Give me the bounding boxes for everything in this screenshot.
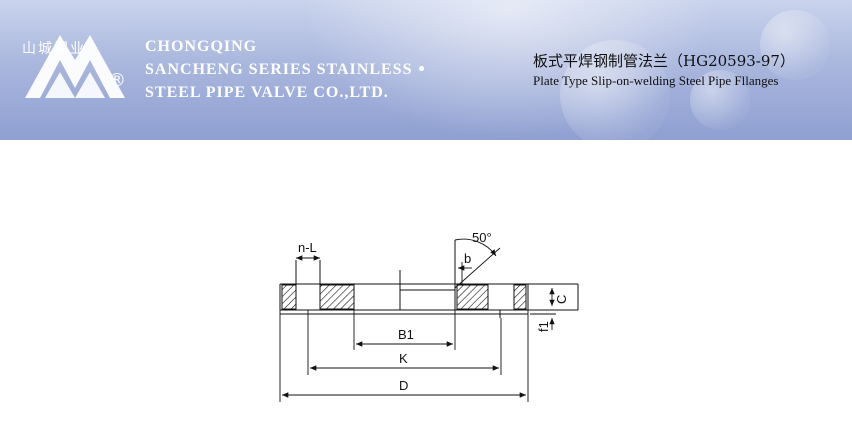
flange-drawing: n-L 50° b C f1 B1 K D xyxy=(279,230,579,402)
product-title-english: Plate Type Slip-on-welding Steel Pipe Fl… xyxy=(533,73,779,88)
label-hole-n-l: n-L xyxy=(298,240,317,255)
registered-mark: ® xyxy=(108,70,126,91)
banner-bubble xyxy=(560,40,670,140)
product-title-chinese: 板式平焊钢制管法兰（HG20593-97） xyxy=(533,52,795,70)
label-thickness-c: C xyxy=(554,295,569,304)
hatch-left-body xyxy=(319,284,355,310)
label-face-f1: f1 xyxy=(536,321,551,332)
label-bolt-circle-k: K xyxy=(399,351,408,366)
company-line-1: CHONGQING xyxy=(145,38,258,55)
section-hatching xyxy=(281,260,527,310)
hatch-outer-right xyxy=(513,284,527,310)
header-banner: 山城阀业 ® CHONGQING SANCHENG SERIES STAINLE… xyxy=(0,0,852,140)
company-name: CHONGQING SANCHENG SERIES STAINLESS STEE… xyxy=(145,35,412,104)
hatch-outer-left xyxy=(281,284,297,310)
company-logo-icon xyxy=(25,35,125,98)
label-angle: 50° xyxy=(472,230,492,245)
label-bevel-b: b xyxy=(464,251,471,266)
hatch-right-body xyxy=(456,284,489,310)
label-bore-b1: B1 xyxy=(398,327,414,342)
decorative-dot xyxy=(419,66,424,71)
company-line-2: SANCHENG SERIES STAINLESS xyxy=(145,61,413,78)
dimension-lines xyxy=(279,238,556,402)
company-line-3: STEEL PIPE VALVE CO.,LTD. xyxy=(145,84,389,101)
label-outer-d: D xyxy=(399,378,408,393)
banner-bubble xyxy=(690,70,750,130)
banner-bubble xyxy=(760,10,830,80)
logo-chinese-text: 山城阀业 xyxy=(22,41,86,57)
